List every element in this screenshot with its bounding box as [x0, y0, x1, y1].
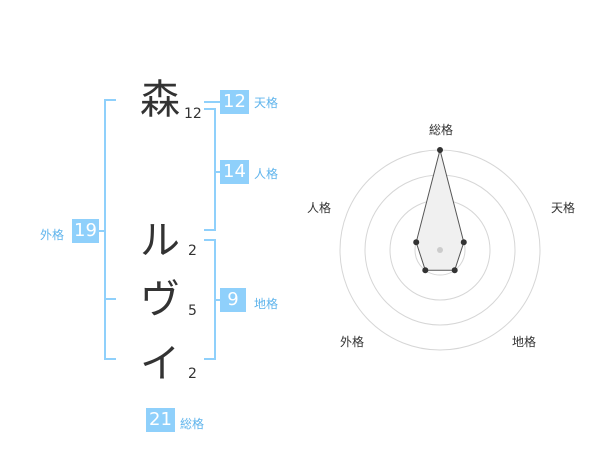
radar-point-jinkaku	[413, 239, 420, 246]
tenkaku-label: 天格	[254, 96, 279, 110]
soukaku-badge: 21	[146, 408, 175, 432]
jinkaku-bracket-bottom	[204, 229, 216, 231]
tenkaku-bracket	[204, 101, 220, 103]
chikaku-connector	[214, 299, 222, 301]
name-char-3: ヴ	[140, 277, 180, 323]
gaikaku-bracket-vertical	[104, 99, 106, 360]
stroke-count-1: 12	[184, 106, 202, 122]
gaikaku-bracket-mid	[104, 298, 116, 300]
jinkaku-connector	[214, 171, 222, 173]
stroke-count-3: 5	[188, 303, 197, 319]
gaikaku-bracket-bottom	[104, 358, 116, 360]
gaikaku-badge: 19	[72, 219, 99, 243]
gaikaku-connector	[98, 230, 106, 232]
radar-label-soukaku: 総格	[429, 122, 453, 137]
jinkaku-bracket-top	[204, 108, 216, 110]
name-char-2: ル	[140, 218, 180, 264]
chikaku-badge: 9	[220, 288, 246, 312]
radar-label-jinkaku: 人格	[307, 200, 331, 215]
radar-point-chikaku	[451, 267, 458, 274]
radar-label-tenkaku: 天格	[551, 200, 575, 215]
radar-label-chikaku: 地格	[512, 334, 536, 349]
chikaku-bracket-bottom	[204, 358, 216, 360]
jinkaku-badge: 14	[220, 160, 249, 184]
radar-point-gaikaku	[422, 267, 429, 274]
stroke-count-2: 2	[188, 243, 197, 259]
jinkaku-label: 人格	[254, 167, 279, 181]
chikaku-bracket-top	[204, 239, 216, 241]
stroke-count-4: 2	[188, 366, 197, 382]
gaikaku-label: 外格	[40, 228, 65, 242]
jinkaku-bracket-vertical	[214, 108, 216, 231]
name-char-1: 森	[140, 77, 180, 123]
tenkaku-badge: 12	[220, 90, 249, 114]
radar-area	[415, 149, 465, 271]
name-char-4: イ	[140, 341, 180, 387]
chikaku-label: 地格	[254, 297, 279, 311]
radar-center-dot	[437, 247, 443, 253]
gaikaku-bracket-top	[104, 99, 116, 101]
radar-point-soukaku	[437, 147, 443, 153]
radar-point-tenkaku	[460, 239, 467, 246]
soukaku-label: 総格	[180, 417, 205, 431]
radar-label-gaikaku: 外格	[340, 334, 364, 349]
